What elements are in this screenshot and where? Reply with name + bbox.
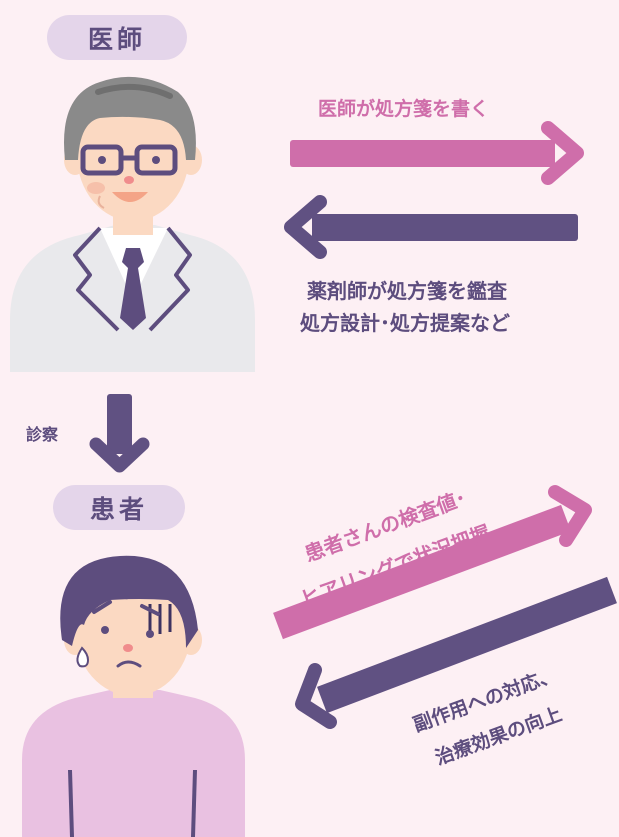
prescription-design-label: 処方設計･処方提案など [300, 311, 510, 335]
patient-illustration [22, 555, 245, 837]
patient-info-arrow-up [273, 485, 592, 640]
feedback-arrow-down [295, 576, 617, 729]
pharmacist-arrow-left [284, 195, 578, 259]
pharmacist-review-label: 薬剤師が処方箋を鑑査 [307, 279, 507, 303]
exam-label: 診察 [26, 425, 59, 444]
doctor-role-pill: 医師 [47, 15, 187, 60]
doctor-role-label: 医師 [87, 24, 146, 54]
patient-role-label: 患者 [89, 494, 148, 524]
doctor-illustration [10, 76, 255, 372]
patient-role-pill: 患者 [53, 485, 185, 530]
doctor-writes-label: 医師が処方箋を書く [318, 98, 490, 120]
prescription-arrow-right [290, 121, 584, 185]
exam-arrow-down [89, 394, 150, 473]
